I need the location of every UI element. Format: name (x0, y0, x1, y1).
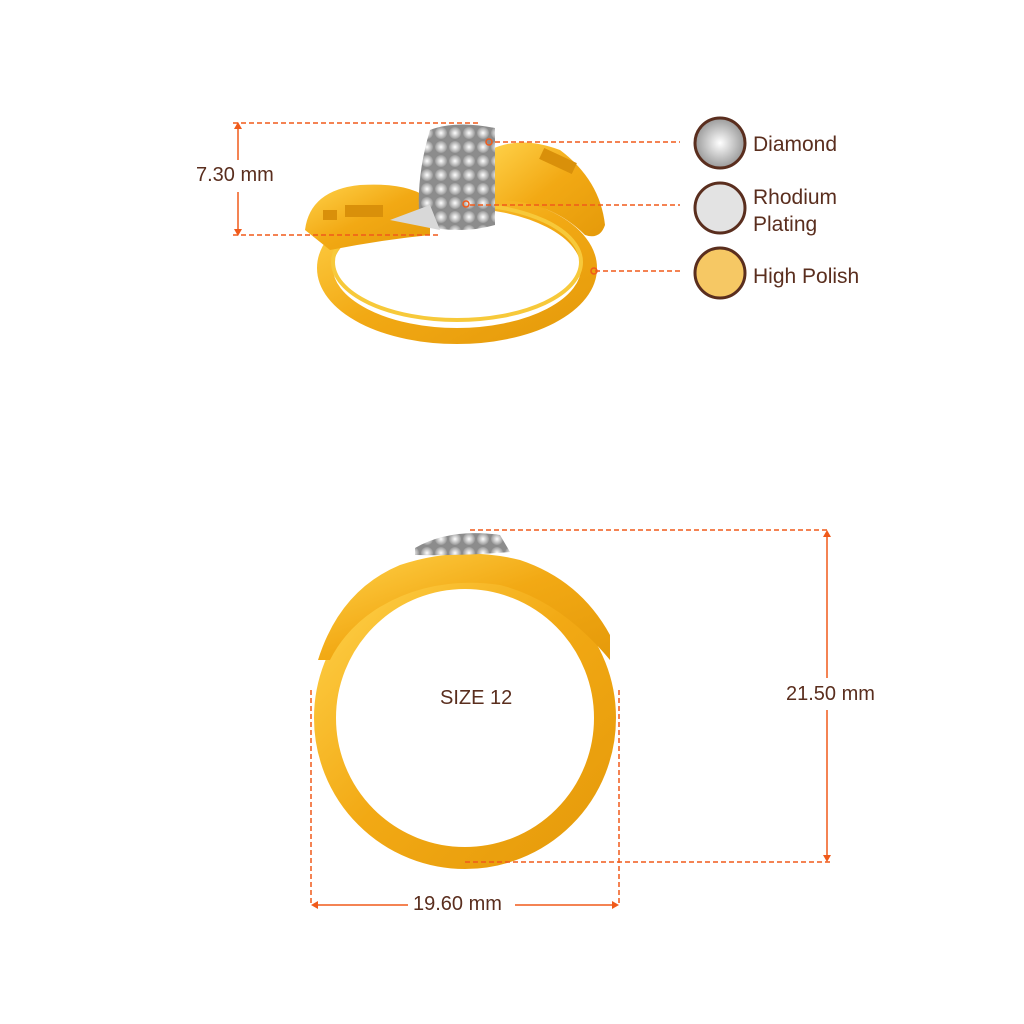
ring-front-view (314, 533, 616, 869)
ring-top-view (305, 124, 605, 344)
front-dimensions (310, 529, 830, 906)
rhodium-swatch-icon (693, 181, 747, 235)
legend-diamond-label: Diamond (753, 133, 838, 156)
width-label-front: 19.60 mm (413, 892, 502, 916)
height-label-front: 21.50 mm (786, 682, 875, 706)
legend-swatches (693, 116, 747, 300)
legend-high-polish-label: High Polish (753, 265, 860, 288)
high-polish-swatch-icon (693, 246, 747, 300)
size-label: SIZE 12 (440, 687, 513, 709)
diamond-swatch-icon (693, 116, 747, 170)
height-label-top: 7.30 mm (196, 163, 274, 187)
height-dimension-top (233, 122, 680, 275)
